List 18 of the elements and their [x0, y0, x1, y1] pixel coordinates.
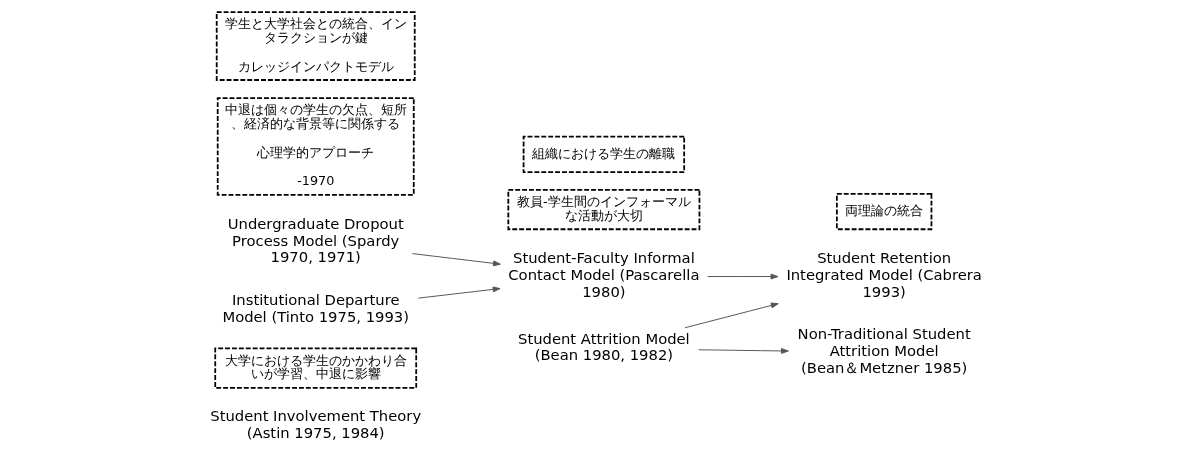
arrow — [707, 273, 779, 280]
node-text: Undergraduate Dropout Process Model (Spardy 1970, 1971) — [227, 214, 404, 266]
node-box: 教員-学生間のインフォーマルな活動が大切 — [507, 188, 701, 231]
node-text: Institutional Departure Model (Tinto 1975, 1993) — [222, 291, 410, 325]
arrow — [684, 302, 779, 329]
node-text: Non-Traditional Student Attrition Model (Bean＆Metzner 1985) — [797, 325, 971, 376]
node-text: Student Retention Integrated Model (Cabrera 1993) — [786, 249, 982, 300]
node-text: Student-Faculty Informal Contact Model (Pascarella 1980) — [508, 249, 700, 300]
node-text: Student Attrition Model (Bean 1980, 1982) — [518, 329, 690, 364]
node-text: Student Involvement Theory (Astin 1975, 1984) — [210, 407, 422, 442]
node-box: 大学における学生のかかわり合いが学習、中退に影響 — [214, 347, 418, 389]
node-box: 学生と大学社会との統合、インタラクションが鍵 カレッジインパクトモデル — [215, 11, 416, 81]
node-box: 組織における学生の離職 — [522, 135, 686, 173]
node-box: 中退は個々の学生の欠点、短所、経済的な背景等に関係する 心理学的アプローチ -1970 — [216, 97, 415, 196]
arrow — [411, 253, 501, 267]
arrow — [417, 286, 501, 299]
arrow — [698, 348, 789, 354]
node-box: 両理論の統合 — [836, 192, 933, 231]
